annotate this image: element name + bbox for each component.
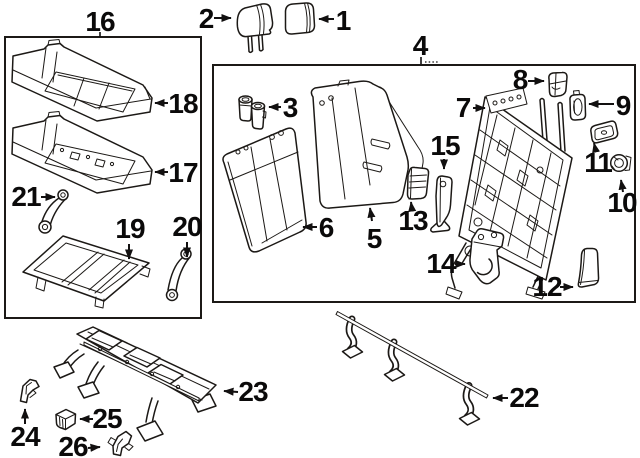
callout-23-arrow <box>223 387 239 396</box>
seat-cushion-top-drawing <box>11 39 153 122</box>
callout-17[interactable]: 17 <box>154 157 199 188</box>
callout-14-label[interactable]: 14 <box>426 248 458 279</box>
round-knob-drawing <box>609 153 632 173</box>
callout-15[interactable]: 15 <box>430 130 461 170</box>
side-shield-small-drawing <box>406 166 430 200</box>
callout-19[interactable]: 19 <box>115 213 146 260</box>
callout-18[interactable]: 18 <box>154 88 199 119</box>
pivot-bracket-drawing <box>430 175 453 233</box>
callout-2[interactable]: 2 <box>199 3 232 34</box>
callout-9[interactable]: 9 <box>588 90 632 121</box>
callout-25-label[interactable]: 25 <box>92 403 123 434</box>
callout-13-arrow <box>408 201 417 213</box>
callout-6-label[interactable]: 6 <box>319 212 335 243</box>
callout-26[interactable]: 26 <box>58 431 101 458</box>
latch-cover-drawing <box>548 71 568 98</box>
riser-cover-left-drawing <box>19 378 40 404</box>
hook-bracket-drawing <box>469 228 505 285</box>
callout-13[interactable]: 13 <box>398 201 429 236</box>
callout-22-label[interactable]: 22 <box>509 382 540 413</box>
escutcheon-drawing <box>590 120 619 144</box>
callout-20[interactable]: 20 <box>172 211 203 258</box>
callout-26-label[interactable]: 26 <box>58 431 89 458</box>
callout-11[interactable]: 11 <box>584 142 613 178</box>
headrest-pad-drawing <box>284 2 316 35</box>
callout-22[interactable]: 22 <box>492 382 540 413</box>
callout-5-label[interactable]: 5 <box>367 223 383 254</box>
callout-6[interactable]: 6 <box>302 212 335 243</box>
callout-11-label[interactable]: 11 <box>584 147 613 178</box>
callout-3[interactable]: 3 <box>268 92 299 123</box>
callout-4[interactable]: 4 <box>413 30 438 64</box>
callout-15-label[interactable]: 15 <box>430 130 461 161</box>
callout-9-label[interactable]: 9 <box>616 90 632 121</box>
hinge-link-left-drawing <box>38 189 69 234</box>
floor-riser-assembly-drawing <box>53 326 217 442</box>
callout-10-arrow <box>618 179 627 193</box>
seatback-pad-drawing <box>310 79 424 209</box>
callout-7-label[interactable]: 7 <box>456 92 472 123</box>
callout-14[interactable]: 14 <box>426 248 466 279</box>
callout-13-label[interactable]: 13 <box>398 205 429 236</box>
headrest-guides-drawing <box>238 95 267 130</box>
seat-cushion-lower-drawing <box>11 111 153 194</box>
callout-23[interactable]: 23 <box>223 376 269 407</box>
side-shield-trim-drawing <box>577 247 600 288</box>
callout-16[interactable]: 16 <box>85 6 116 37</box>
callout-2-label[interactable]: 2 <box>199 3 215 34</box>
callout-12-label[interactable]: 12 <box>532 271 563 302</box>
callouts-layer: 16 4 2 1 18 17 21 19 <box>10 3 638 458</box>
callout-10[interactable]: 10 <box>607 179 638 218</box>
riser-cover-right-drawing <box>107 430 134 457</box>
seatback-cover-drawing <box>222 127 307 253</box>
callout-23-label[interactable]: 23 <box>238 376 269 407</box>
callout-24[interactable]: 24 <box>10 408 42 452</box>
callout-25[interactable]: 25 <box>79 403 123 434</box>
callout-17-label[interactable]: 17 <box>168 157 199 188</box>
callout-5[interactable]: 5 <box>367 207 383 254</box>
callout-8-label[interactable]: 8 <box>513 64 529 95</box>
seat-pan-frame-drawing <box>22 235 151 309</box>
riser-cap-drawing <box>55 408 77 431</box>
callout-24-label[interactable]: 24 <box>10 421 42 452</box>
group-box-16 <box>4 36 202 319</box>
callout-16-label[interactable]: 16 <box>85 6 116 37</box>
callout-18-label[interactable]: 18 <box>168 88 199 119</box>
callout-11-arrow <box>592 142 601 154</box>
callout-20-label[interactable]: 20 <box>172 211 203 242</box>
callout-21-label[interactable]: 21 <box>11 181 42 212</box>
callout-1[interactable]: 1 <box>318 5 352 36</box>
callout-4-label[interactable]: 4 <box>413 30 430 61</box>
callout-21[interactable]: 21 <box>11 181 56 212</box>
callout-8[interactable]: 8 <box>513 64 545 95</box>
callout-12[interactable]: 12 <box>532 271 574 302</box>
support-crossbar-drawing <box>335 311 489 426</box>
callout-1-label[interactable]: 1 <box>336 5 352 36</box>
headrest-with-posts-drawing <box>236 3 274 54</box>
strap-bezel-drawing <box>569 90 587 121</box>
callout-26-arrow <box>87 443 101 452</box>
callout-5-arrow <box>367 207 376 222</box>
callout-7[interactable]: 7 <box>456 92 486 123</box>
callout-19-label[interactable]: 19 <box>115 213 146 244</box>
callout-10-label[interactable]: 10 <box>607 187 638 218</box>
callout-3-label[interactable]: 3 <box>283 92 299 123</box>
group-box-4 <box>212 64 636 303</box>
